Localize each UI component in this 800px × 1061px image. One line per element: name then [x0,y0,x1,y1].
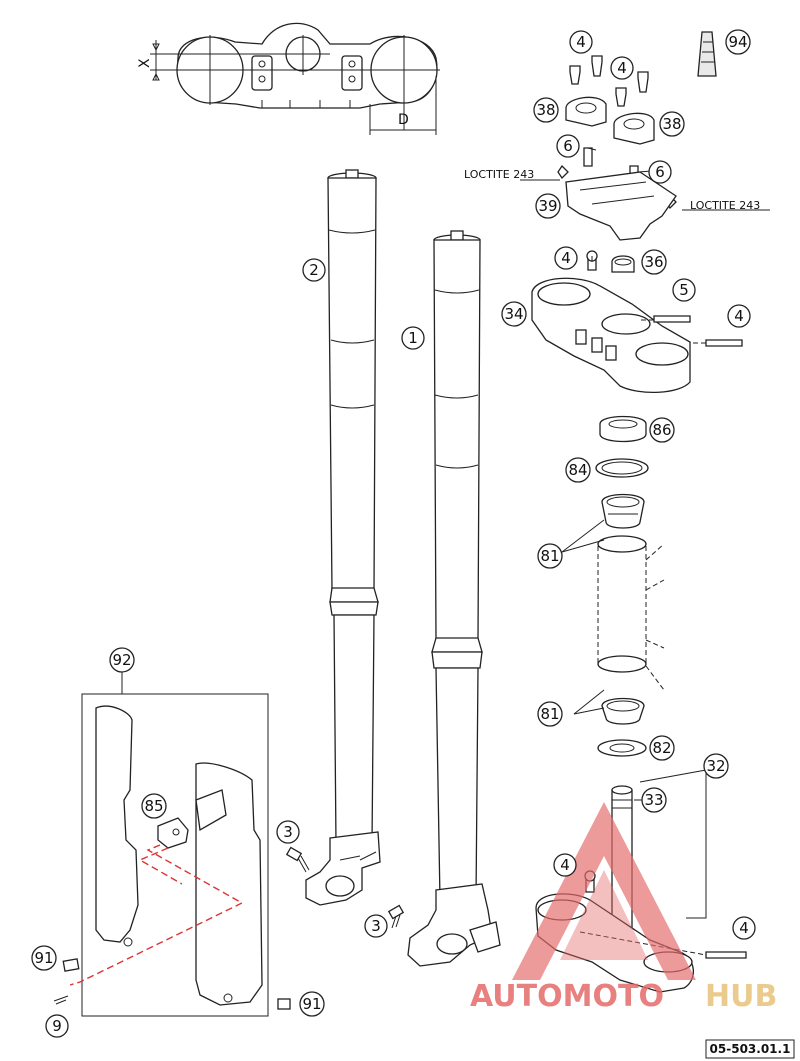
svg-text:4: 4 [560,856,570,874]
callout-4c: 4 [554,246,578,270]
callout-91-left: 91 [31,945,57,971]
svg-text:1: 1 [408,329,418,347]
svg-text:85: 85 [144,797,163,815]
watermark-text-hub: HUB [705,979,777,1014]
svg-text:32: 32 [706,757,725,775]
svg-text:9: 9 [52,1017,62,1035]
svg-text:5: 5 [679,281,689,299]
callout-3b: 3 [364,914,388,938]
callout-38b: 38 [659,111,685,137]
callout-6b: 6 [648,160,672,184]
reference-code: 05-503.01.1 [710,1042,791,1056]
callout-82: 82 [649,735,675,761]
svg-text:2: 2 [309,261,319,279]
svg-text:91: 91 [34,949,53,967]
svg-text:92: 92 [112,651,131,669]
callout-5: 5 [672,278,696,302]
watermark-logo: AUTOMOTO HUB [470,802,777,1014]
bolt-3-lower [387,904,405,929]
callout-1: 1 [401,326,425,350]
svg-text:33: 33 [644,791,663,809]
callout-84: 84 [565,457,591,483]
seal-82 [597,739,647,757]
callout-81-upper: 81 [537,543,563,569]
svg-text:3: 3 [283,823,293,841]
svg-text:38: 38 [536,101,555,119]
svg-text:82: 82 [652,739,671,757]
callout-4f: 4 [732,916,756,940]
callout-36: 36 [641,249,667,275]
callout-4d: 4 [727,304,751,328]
callout-92: 92 [109,647,135,673]
dust-cap-86 [599,415,647,443]
fork-leg-1 [407,230,501,967]
callout-4b: 4 [610,56,634,80]
dimension-x-label: X [137,58,153,68]
svg-text:4: 4 [561,249,571,267]
svg-text:81: 81 [540,705,559,723]
bolt-3-upper [285,846,310,873]
callout-2: 2 [302,258,326,282]
svg-text:6: 6 [563,137,573,155]
upper-triple-clamp-34 [531,250,743,394]
svg-text:38: 38 [662,115,681,133]
callout-81-lower: 81 [537,701,563,727]
svg-text:4: 4 [576,33,586,51]
loctite-note-right: LOCTITE 243 [690,199,760,212]
svg-text:86: 86 [652,421,671,439]
handlebar-clamp-bolts [569,55,649,107]
svg-text:4: 4 [617,59,627,77]
seal-84 [595,458,649,478]
svg-text:34: 34 [504,305,523,323]
callout-4a: 4 [569,30,593,54]
dimension-d-label: D [398,112,409,128]
triple-clamp-dimension-view: X D [137,22,440,135]
svg-text:4: 4 [739,919,749,937]
callout-9: 9 [45,1014,69,1038]
svg-text:39: 39 [538,197,557,215]
handlebar-clamp-38-right [613,112,655,145]
steering-head-tube [597,535,665,691]
svg-text:4: 4 [734,307,744,325]
callout-4e: 4 [553,853,577,877]
svg-text:6: 6 [655,163,665,181]
loctite-note-left: LOCTITE 243 [464,168,534,181]
callout-94: 94 [725,29,751,55]
callout-85: 85 [141,793,167,819]
callout-3a: 3 [276,820,300,844]
svg-text:84: 84 [568,461,587,479]
svg-text:36: 36 [644,253,663,271]
callout-33: 33 [641,787,667,813]
watermark-text-automoto: AUTOMOTO [470,979,664,1014]
handlebar-mount-39 [520,171,770,241]
fork-leg-2 [305,169,381,906]
callout-39: 39 [535,193,561,219]
reference-box [705,1039,795,1059]
callout-34: 34 [501,301,527,327]
svg-text:91: 91 [302,995,321,1013]
callout-86: 86 [649,417,675,443]
svg-text:3: 3 [371,917,381,935]
callout-32: 32 [703,753,729,779]
svg-text:81: 81 [540,547,559,565]
leader-lines [561,147,653,715]
bearing-81-upper [601,493,645,529]
svg-text:94: 94 [728,33,747,51]
tool-94 [697,31,717,77]
callout-38a: 38 [533,97,559,123]
handlebar-clamp-38-left [565,96,607,127]
fork-guard-set-92 [53,672,291,1017]
callout-91-right: 91 [299,991,325,1017]
bearing-81-lower [601,697,645,725]
callout-6a: 6 [556,134,580,158]
